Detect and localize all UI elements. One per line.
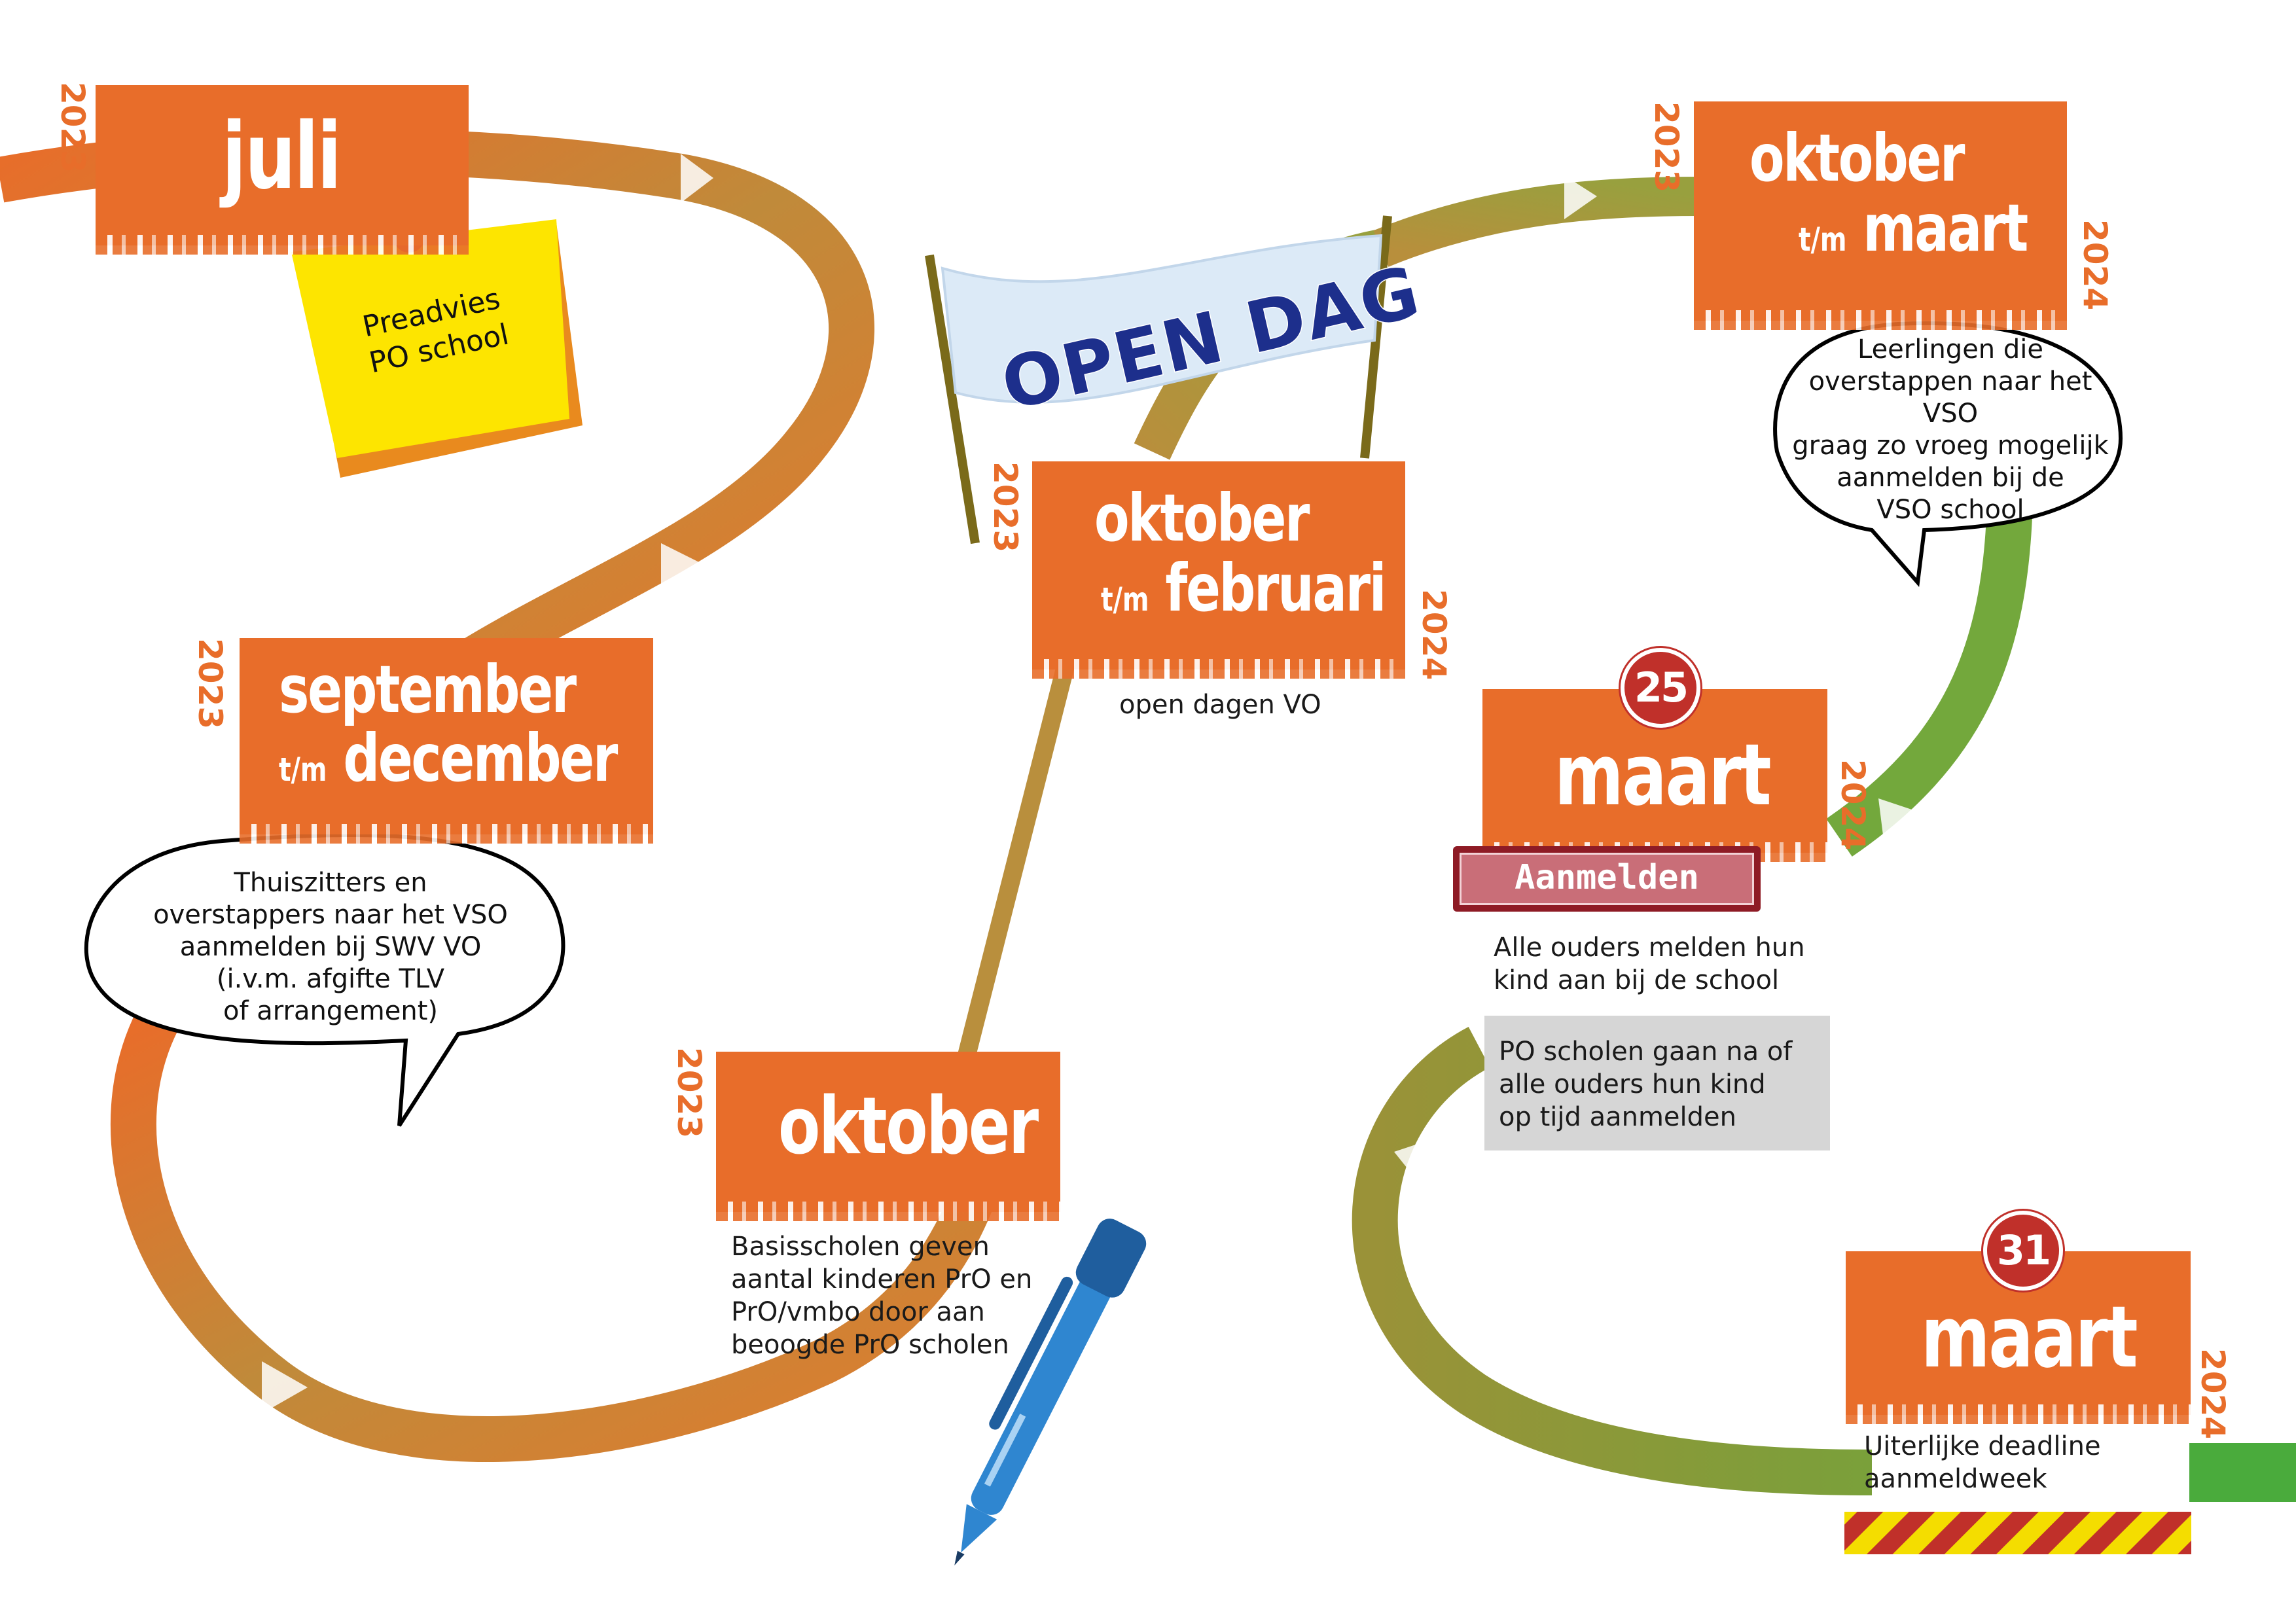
month-label-start: oktober bbox=[1094, 480, 1310, 556]
year-label-start: 2023 bbox=[1647, 101, 1685, 193]
month-label-start: oktober bbox=[1749, 120, 1965, 196]
ribbon-end bbox=[2189, 1443, 2296, 1502]
year-label: 2023 bbox=[54, 82, 92, 173]
aanmelden-label: Aanmelden bbox=[1460, 853, 1754, 905]
ribbon-left-bottom bbox=[110, 1010, 1024, 1462]
open-dagen-text: open dagen VO bbox=[1119, 690, 1321, 720]
year-label: 2023 bbox=[670, 1047, 708, 1139]
flag-pole-left bbox=[925, 254, 980, 544]
day-number-badge: 25 bbox=[1621, 648, 1700, 728]
speech-bubble-right bbox=[1773, 321, 2123, 588]
speech-bubble-left bbox=[84, 833, 565, 1127]
month-label-end: t/m december bbox=[279, 720, 618, 796]
ribbon-fold bbox=[681, 154, 713, 203]
ribbon-fold bbox=[1878, 798, 1918, 851]
pen-icon bbox=[954, 1219, 1147, 1565]
date-box-september-december: september t/m december bbox=[240, 638, 653, 844]
31-maart-description: Uiterlijke deadline aanmeldweek bbox=[1864, 1431, 2101, 1494]
date-box-oktober: oktober bbox=[716, 1052, 1060, 1221]
sticky-note bbox=[291, 219, 569, 458]
year-label-end: 2024 bbox=[2076, 219, 2114, 311]
hazard-stripe bbox=[1844, 1512, 2191, 1554]
day-number-badge: 31 bbox=[1983, 1211, 2063, 1291]
oktober-description: Basisscholen geven aantal kinderen PrO e… bbox=[731, 1232, 1033, 1360]
month-label-end: t/m februari bbox=[1101, 550, 1386, 626]
date-box-25-maart: maart bbox=[1482, 689, 1827, 862]
year-label: 2024 bbox=[2194, 1348, 2232, 1440]
month-label: maart bbox=[1554, 725, 1772, 825]
date-box-juli: juli bbox=[96, 85, 469, 255]
ribbon-fold bbox=[661, 543, 713, 592]
ribbon-fold bbox=[262, 1361, 308, 1414]
speech-bubble-left-text: Thuiszitters en overstappers naar het VS… bbox=[153, 868, 508, 1026]
flag-pole-right bbox=[1360, 215, 1392, 459]
25-maart-description: Alle ouders melden hun kind aan bij de s… bbox=[1494, 933, 1805, 995]
flag-banner bbox=[941, 234, 1383, 404]
po-note-text: PO scholen gaan na of alle ouders hun ki… bbox=[1499, 1037, 1793, 1132]
speech-bubble-right-text: Leerlingen die overstappen naar het VSO … bbox=[1792, 334, 2109, 525]
ribbon-fold bbox=[1394, 1139, 1433, 1185]
ribbon-to-top-right bbox=[1373, 177, 1702, 267]
ribbon-middle bbox=[953, 658, 1076, 1076]
month-label-end: t/m maart bbox=[1799, 190, 2028, 266]
month-label: juli bbox=[222, 103, 342, 210]
ribbon-bottom-right bbox=[1352, 1027, 1873, 1495]
year-label: 2024 bbox=[1834, 759, 1872, 851]
ribbon-fold bbox=[1564, 175, 1597, 219]
month-label: oktober bbox=[778, 1081, 1039, 1172]
date-box-oktober-februari: oktober t/m februari bbox=[1032, 461, 1405, 679]
date-box-oktober-maart: oktober t/m maart bbox=[1694, 101, 2067, 330]
aanmelden-button[interactable]: Aanmelden bbox=[1453, 846, 1761, 912]
po-note-box: PO scholen gaan na of alle ouders hun ki… bbox=[1484, 1016, 1830, 1150]
month-label-start: september bbox=[279, 651, 577, 728]
year-label-end: 2024 bbox=[1415, 589, 1453, 681]
year-label: 2023 bbox=[191, 638, 229, 730]
year-label-start: 2023 bbox=[986, 461, 1024, 553]
month-label: maart bbox=[1921, 1287, 2138, 1387]
